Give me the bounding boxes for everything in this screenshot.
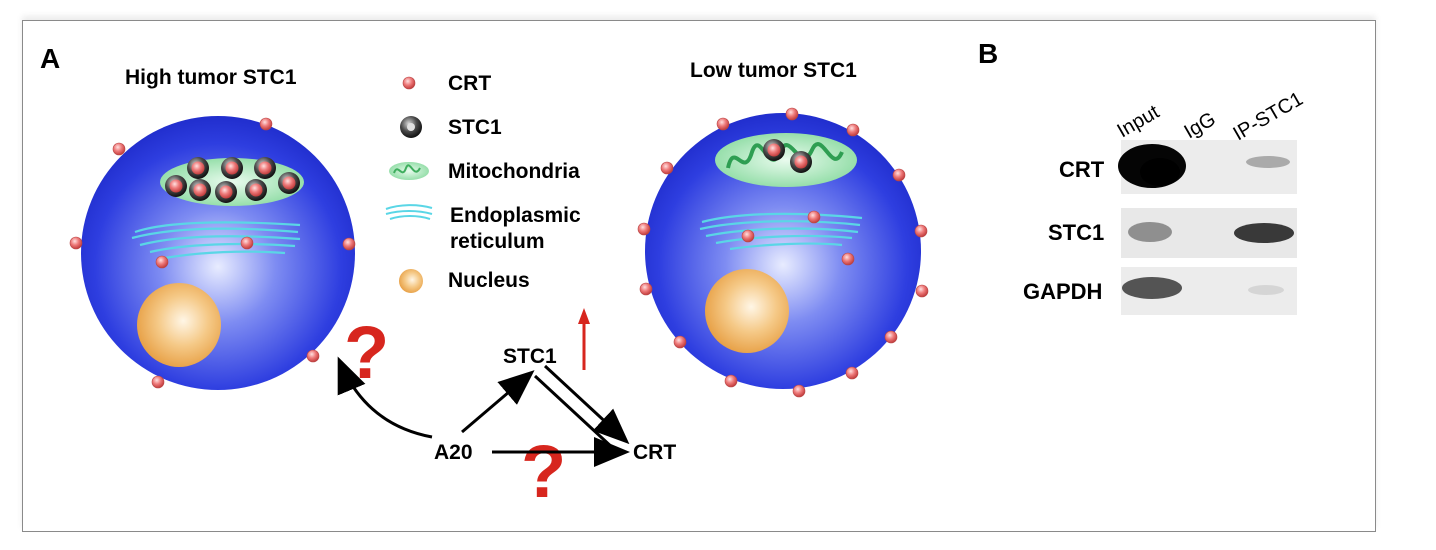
nucleus-icon [137,283,221,367]
legend-stc1: STC1 [448,116,502,139]
endoplasmic-reticulum-icon [131,221,301,260]
node-crt: CRT [633,441,676,464]
legend-crt: CRT [448,72,491,95]
legend-er-line2: reticulum [450,230,545,253]
blot-crt [1118,140,1297,194]
nucleus-icon [705,269,789,353]
row-label-stc1: STC1 [1048,220,1104,245]
er-legend-icon [385,204,433,220]
question-mark-pathway: ? [521,430,566,513]
stc1-legend-icon [400,116,422,138]
mitochondria-legend-icon [389,162,429,180]
pathway-diagram: ? ? STC1 A20 CRT [337,308,676,513]
lane-igg: IgG [1181,108,1220,143]
low-stc1-title: Low tumor STC1 [690,59,857,82]
low-stc1-cell: Low tumor STC1 [637,59,929,398]
arrow-a20-to-stc1 [461,370,535,434]
panel-b-letter: B [978,38,998,69]
row-label-crt: CRT [1059,157,1105,182]
legend-mitochondria: Mitochondria [448,160,580,183]
panel-a-letter: A [40,43,60,74]
endoplasmic-reticulum-icon [699,212,863,251]
lane-ip-stc1: IP-STC1 [1230,88,1307,145]
legend-er-line1: Endoplasmic [450,204,581,227]
arrow-stc1-to-crt [543,364,630,445]
lane-input: Input [1114,101,1164,143]
row-label-gapdh: GAPDH [1023,279,1102,304]
blot-gapdh [1121,267,1297,315]
lane-labels: Input IgG IP-STC1 [1114,88,1307,145]
legend: CRT STC1 Mitochondria Endoplasmic reticu… [385,72,581,293]
legend-nucleus: Nucleus [448,269,530,292]
node-a20: A20 [434,441,473,464]
high-stc1-title: High tumor STC1 [125,66,297,89]
blot-stc1 [1121,208,1297,258]
nucleus-legend-icon [399,269,423,293]
arrow-a20-to-cell [337,356,433,439]
stc1-up-arrowhead [578,308,590,324]
crt-legend-icon [402,76,416,90]
high-stc1-cell: High tumor STC1 [69,66,356,390]
node-stc1: STC1 [503,345,557,368]
